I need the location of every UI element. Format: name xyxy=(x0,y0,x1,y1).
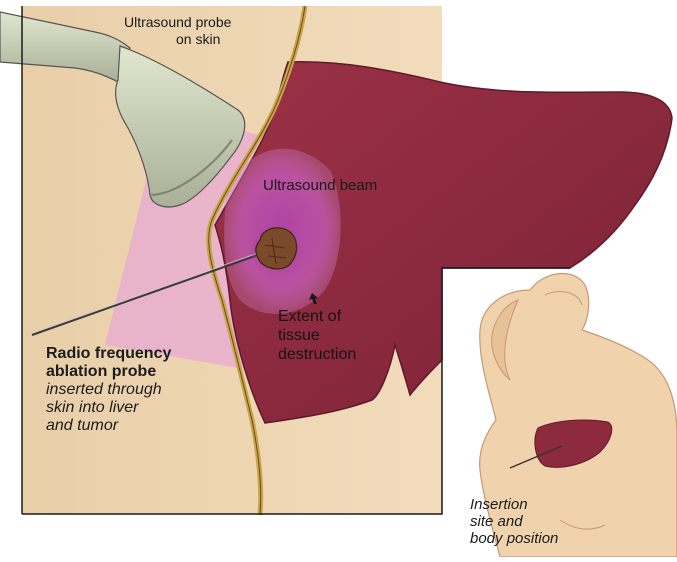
label-insertion-line2: site and xyxy=(470,513,558,530)
label-rf-title1: Radio frequency xyxy=(46,345,171,363)
label-rf-desc1: inserted through xyxy=(46,381,171,399)
label-extent-line1: Extent of xyxy=(278,307,356,326)
label-extent: Extent of tissue destruction xyxy=(278,307,356,364)
label-rf-desc2: skin into liver xyxy=(46,399,171,417)
label-rf-title2: ablation probe xyxy=(46,363,171,381)
label-probe-line1: Ultrasound probe xyxy=(124,14,231,31)
tumor xyxy=(249,224,301,276)
label-rf-desc3: and tumor xyxy=(46,417,171,435)
label-extent-line2: tissue xyxy=(278,326,356,345)
label-beam-text: Ultrasound beam xyxy=(263,177,377,194)
label-ultrasound-beam: Ultrasound beam xyxy=(263,177,377,195)
label-insertion-line3: body position xyxy=(470,530,558,547)
label-extent-line3: destruction xyxy=(278,345,356,364)
label-rf-probe: Radio frequency ablation probe inserted … xyxy=(46,345,171,435)
label-probe-line2: on skin xyxy=(124,31,231,48)
label-ultrasound-probe: Ultrasound probe on skin xyxy=(124,14,231,48)
label-insertion-line1: Insertion xyxy=(470,496,558,513)
label-insertion-site: Insertion site and body position xyxy=(470,496,558,547)
